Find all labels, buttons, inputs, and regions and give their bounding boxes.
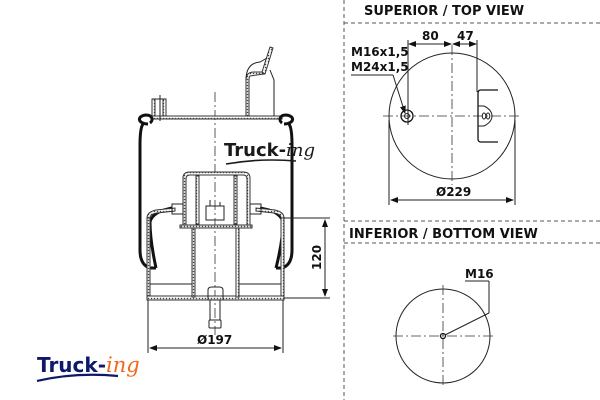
- thread-label-m16: M16x1,5: [351, 45, 409, 59]
- stud-hole-inner: [404, 113, 410, 119]
- watermark-main: Truck-: [224, 140, 286, 161]
- bottom-leader-diagonal: [444, 312, 490, 336]
- stud-hole-outer: [400, 109, 414, 123]
- diameter-bottom-label: Ø197: [197, 333, 232, 347]
- thread-label-m24: M24x1,5: [351, 60, 409, 74]
- air-fitting-tube: [245, 71, 266, 117]
- right-bead: [278, 113, 294, 126]
- air-fitting-pipe: [261, 46, 274, 75]
- cup-fastener: [205, 205, 225, 221]
- view-frame: [343, 0, 600, 400]
- bellows-right: [276, 123, 294, 270]
- top-diameter-label: Ø229: [436, 185, 471, 199]
- logo-suffix-text: ing: [106, 353, 140, 377]
- watermark-suffix: ing: [286, 140, 315, 161]
- fitting-port-2: [485, 112, 491, 120]
- rolling-lobe-right: [259, 206, 285, 269]
- bottom-thread-label: M16: [465, 267, 494, 281]
- logo-text: Truck-ing: [37, 353, 140, 377]
- fitting-bracket-tab: [478, 105, 493, 127]
- brand-logo: Truck-ing: [36, 353, 140, 383]
- watermark-swoosh: [225, 159, 297, 165]
- bellows-left: [138, 123, 156, 270]
- offset-left-label: 80: [422, 29, 439, 43]
- bolt-tip: [208, 319, 222, 329]
- fitting-outline: [245, 57, 268, 81]
- fitting-bracket: [477, 89, 498, 143]
- bumper-flange-left: [171, 203, 184, 215]
- piston-base: [146, 295, 285, 301]
- dimension-diameter-bottom: Ø197: [147, 300, 284, 353]
- logo-swoosh: [36, 373, 119, 383]
- bottom-view-title: INFERIOR / BOTTOM VIEW: [349, 227, 538, 242]
- top-view-title: SUPERIOR / TOP VIEW: [364, 4, 524, 19]
- piston-wall-right: [280, 217, 285, 299]
- height-label: 120: [310, 245, 324, 270]
- watermark-logo: Truck-ing: [224, 140, 315, 165]
- bumper-cup: [182, 171, 251, 226]
- stud-wall-left: [151, 98, 156, 117]
- bumper-inner-left: [195, 175, 200, 225]
- bumper-inner-right: [233, 175, 238, 225]
- stud-wall-right: [162, 98, 167, 117]
- column-wall-left: [191, 226, 196, 298]
- piston-shoulder-right: [255, 207, 285, 219]
- dimension-height: 120: [284, 217, 330, 299]
- rolling-lobe-left: [148, 206, 173, 269]
- side-view-cross-section: Truck-ing 120 Ø197: [138, 46, 330, 353]
- bumper-flange-right: [249, 203, 262, 215]
- top-view: SUPERIOR / TOP VIEW M16x1,5 M24x1,5 80 4…: [351, 4, 524, 205]
- left-bead: [138, 113, 154, 126]
- bottom-stud-hole: [439, 332, 447, 340]
- offset-right-label: 47: [457, 29, 474, 43]
- fitting-outline-right: [269, 69, 275, 116]
- thread-leader: [392, 74, 406, 114]
- watermark-text: Truck-ing: [224, 140, 315, 161]
- bolt-head: [207, 286, 224, 300]
- column-wall-right: [235, 226, 240, 298]
- piston-shoulder-left: [146, 207, 176, 219]
- bottom-view: INFERIOR / BOTTOM VIEW M16: [349, 227, 538, 387]
- piston-wall-left: [146, 217, 151, 299]
- column-deck: [179, 224, 253, 229]
- logo-main-text: Truck-: [37, 353, 106, 377]
- top-plate: [151, 115, 283, 120]
